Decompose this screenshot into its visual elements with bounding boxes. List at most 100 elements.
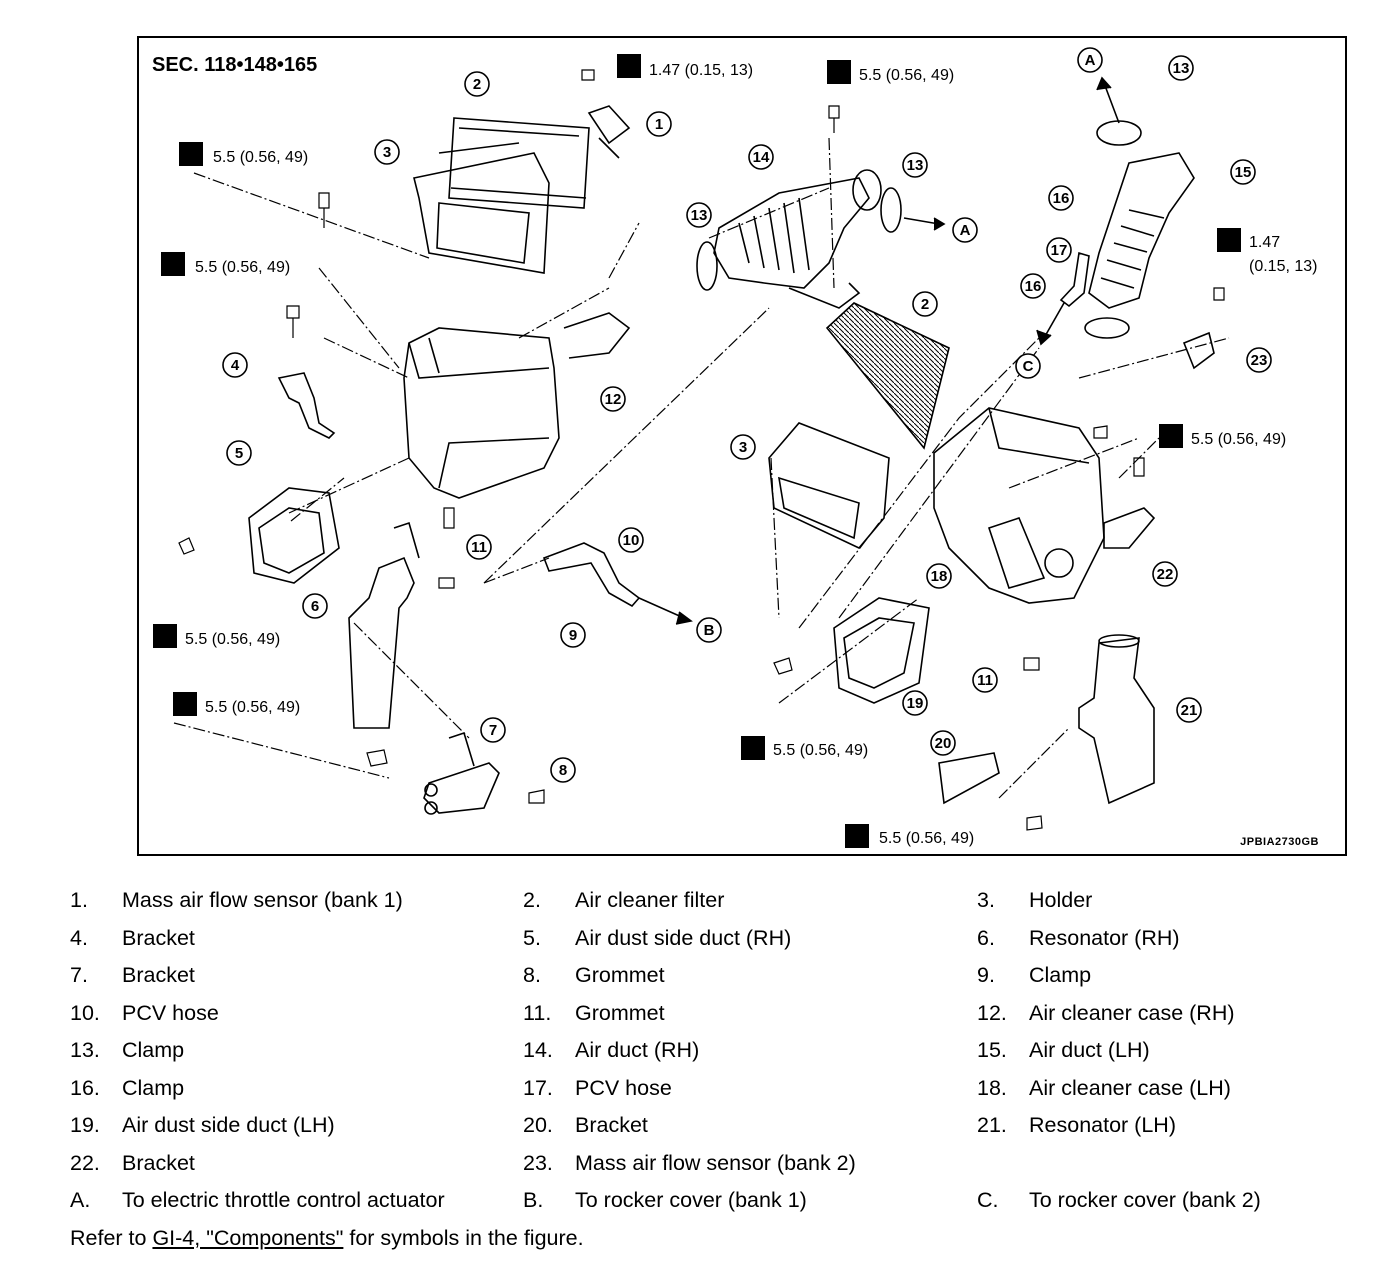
- wrench-icon: [845, 824, 869, 848]
- callout-number: 11: [471, 539, 487, 556]
- callout-circle: [696, 617, 722, 643]
- callout-number: 1: [655, 116, 663, 133]
- callout-number: 2: [921, 296, 929, 313]
- components-reference-link[interactable]: GI-4, "Components": [152, 1226, 344, 1250]
- callout-16: 16: [1020, 273, 1046, 299]
- callout-3: 3: [730, 434, 756, 460]
- callout-circle: [618, 527, 644, 553]
- callout-A: A: [952, 217, 978, 243]
- callout-circle: [222, 352, 248, 378]
- legend-label: Grommet: [575, 1000, 665, 1025]
- legend-number: 7.: [70, 963, 88, 987]
- wrench-icon: [179, 142, 203, 166]
- legend-row: 1.Mass air flow sensor (bank 1)2.Air cle…: [70, 888, 1370, 926]
- callout-11: 11: [972, 667, 998, 693]
- callout-circle: [1176, 697, 1202, 723]
- clamp-13-top: [880, 187, 902, 233]
- callout-10: 10: [618, 527, 644, 553]
- air-cleaner-filter-lh: [825, 302, 950, 450]
- callout-number: 7: [489, 722, 497, 739]
- arrow-head-c: [1036, 329, 1052, 346]
- callout-circle: [600, 386, 626, 412]
- callout-circle: [902, 152, 928, 178]
- legend-label: Mass air flow sensor (bank 2): [575, 1150, 856, 1175]
- callout-number: 18: [931, 568, 948, 585]
- arrow-to-b: [638, 597, 685, 619]
- callout-circle: [1246, 347, 1272, 373]
- callout-circle: [1168, 55, 1194, 81]
- bracket-7: [423, 731, 500, 815]
- legend-number: 6.: [977, 925, 995, 950]
- parts-legend: 1.Mass air flow sensor (bank 1)2.Air cle…: [70, 888, 1370, 1226]
- callout-circle: [730, 434, 756, 460]
- callout-14: 14: [748, 144, 774, 170]
- legend-label: To rocker cover (bank 1): [575, 1188, 807, 1212]
- callout-number: 19: [907, 695, 924, 712]
- arrow-to-a-lh: [1103, 82, 1120, 124]
- callout-1: 1: [646, 111, 672, 137]
- callout-circle: [1020, 273, 1046, 299]
- legend-label: Mass air flow sensor (bank 1): [122, 888, 403, 912]
- legend-label: Air cleaner case (LH): [1029, 1075, 1231, 1100]
- callout-13: 13: [686, 202, 712, 228]
- legend-number: 13.: [70, 1038, 100, 1062]
- callout-circle: [646, 111, 672, 137]
- callout-number: 23: [1251, 352, 1268, 369]
- callout-C: C: [1015, 353, 1041, 379]
- callout-8: 8: [550, 757, 576, 783]
- callout-number: 12: [605, 391, 622, 408]
- callout-13: 13: [1168, 55, 1194, 81]
- callout-circle: [226, 440, 252, 466]
- torque-label: 5.5 (0.56, 49): [773, 742, 868, 759]
- legend-label: PCV hose: [122, 1000, 219, 1025]
- callout-number: 16: [1025, 278, 1042, 295]
- wrench-icon: [741, 736, 765, 760]
- callout-20: 20: [930, 730, 956, 756]
- callout-circle: [902, 690, 928, 716]
- legend-number: 19.: [70, 1113, 100, 1137]
- wrench-icon: [1217, 228, 1241, 252]
- legend-label: Air cleaner case (RH): [1029, 1000, 1235, 1025]
- air-cleaner-case-lh: [933, 407, 1105, 604]
- legend-label: PCV hose: [575, 1075, 672, 1100]
- legend-label: Clamp: [1029, 963, 1092, 987]
- footnote-after: for symbols in the figure.: [343, 1226, 584, 1250]
- legend-number: 23.: [523, 1150, 553, 1175]
- torque-label: 5.5 (0.56, 49): [195, 259, 290, 276]
- callout-A: A: [1077, 47, 1103, 73]
- legend-label: Air duct (RH): [575, 1038, 700, 1062]
- wrench-icon: [617, 54, 641, 78]
- callout-circle: [466, 534, 492, 560]
- legend-number: 15.: [977, 1038, 1007, 1062]
- callout-number: 10: [623, 532, 640, 549]
- torque-label: 1.47: [1249, 234, 1280, 251]
- callout-number: 11: [977, 672, 993, 689]
- legend-label: Resonator (LH): [1029, 1113, 1176, 1137]
- legend-number: 11.: [523, 1000, 552, 1025]
- wrench-icon: [161, 252, 185, 276]
- torque-label: 5.5 (0.56, 49): [1191, 431, 1286, 448]
- bracket-4: [277, 372, 336, 439]
- legend-label: Air duct (LH): [1029, 1038, 1150, 1062]
- legend-number: 1.: [70, 888, 88, 912]
- callout-number: 4: [231, 357, 240, 374]
- legend-number: 5.: [523, 925, 541, 950]
- wrench-icon: [153, 624, 177, 648]
- callout-circle: [1046, 237, 1072, 263]
- arrow-to-c: [1043, 302, 1065, 339]
- callout-circle: [1048, 185, 1074, 211]
- callout-number: 6: [311, 598, 319, 615]
- callout-15: 15: [1230, 159, 1256, 185]
- legend-label: Air dust side duct (RH): [575, 925, 792, 950]
- legend-label: Clamp: [122, 1038, 185, 1062]
- legend-number: A.: [70, 1188, 91, 1212]
- arrow-head-a-lh: [1096, 76, 1112, 91]
- resonator-lh: [1078, 634, 1155, 805]
- callout-17: 17: [1046, 237, 1072, 263]
- legend-number: 12.: [977, 1000, 1007, 1025]
- callout-number: 13: [907, 157, 924, 174]
- air-duct-rh: [713, 169, 882, 309]
- callout-circle: [748, 144, 774, 170]
- legend-label: Bracket: [122, 925, 195, 950]
